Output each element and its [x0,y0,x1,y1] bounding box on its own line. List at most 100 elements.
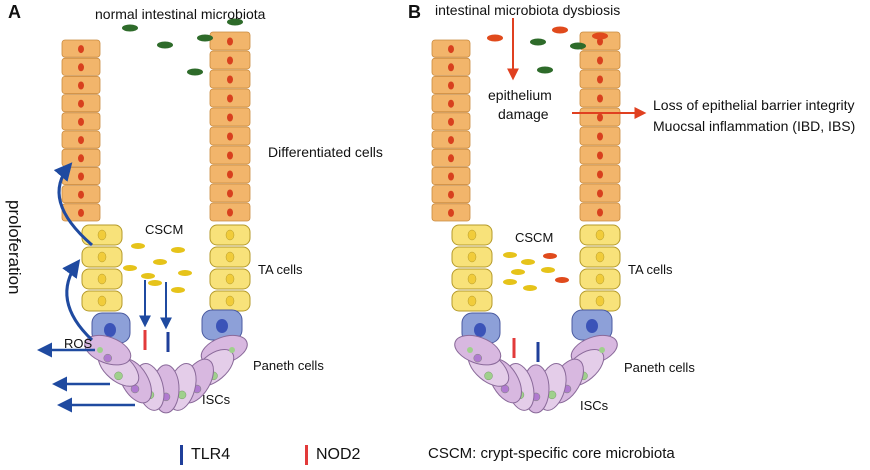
paneth-granule [103,353,112,363]
dysbiotic-microbe [537,66,553,74]
cscm-microbe [178,270,192,276]
differentiated-left-nucleus [78,99,84,108]
differentiated-right-nucleus [227,132,233,141]
panel-a-crypt [37,18,251,414]
epithelium-label: epithelium [488,87,552,103]
cscm-microbe [153,259,167,265]
normal-microbiota-label: normal intestinal microbiota [95,6,266,22]
dysbiotic-microbe [570,42,586,50]
isc-dot [599,347,605,353]
differentiated-right-nucleus [597,113,603,122]
differentiated-left-nucleus [448,117,454,126]
cscm-microbe [171,247,185,253]
differentiated-left-nucleus [448,190,454,199]
differentiated-right-nucleus [597,75,603,84]
ta-right-nucleus [225,273,235,285]
ta-right-nucleus [595,229,605,241]
cscm-label-a: CSCM [145,222,184,237]
nod2-swatch [305,445,308,465]
cscm-microbe [171,287,185,293]
panel-a-letter: A [8,2,21,22]
ta-left-nucleus [467,273,477,285]
differentiated-left-nucleus [78,136,84,145]
panel-b-crypt [431,18,647,414]
differentiated-right-nucleus [227,113,233,122]
differentiated-left-nucleus [448,45,454,54]
cscm-microbe [555,277,569,283]
nod2-label: NOD2 [316,446,361,463]
paneth-cells-label-a: Paneth cells [253,358,324,373]
legend-cscm-definition: CSCM: crypt-specific core microbiota [428,445,675,462]
dysbiotic-microbe [487,34,503,42]
paneth-granule [473,353,482,363]
cscm-label-b: CSCM [515,230,554,245]
ta-left-nucleus [97,251,107,263]
cscm-microbe [503,252,517,258]
differentiated-left-nucleus [448,136,454,145]
cscm-microbe [541,267,555,273]
differentiated-right-nucleus [227,94,233,103]
differentiated-right-nucleus [227,56,233,65]
differentiated-left-nucleus [448,99,454,108]
ta-left-nucleus [467,251,477,263]
commensal-microbe [157,41,173,49]
ta-left-nucleus [97,273,107,285]
dysbiosis-label: intestinal microbiota dysbiosis [435,2,621,18]
paneth-cell [84,334,132,366]
differentiated-right-nucleus [597,56,603,65]
ta-right-nucleus [595,251,605,263]
ta-right-nucleus [225,229,235,241]
dysbiotic-microbe [552,26,568,34]
proliferation-label: proloferation [5,200,24,295]
progenitor-nucleus-right [586,319,598,333]
differentiated-left-nucleus [78,172,84,181]
differentiated-cells-label: Differentiated cells [268,144,383,160]
isc-dot [467,347,473,353]
ta-left-nucleus [467,295,477,307]
differentiated-left-nucleus [448,63,454,72]
isc-dot [229,347,235,353]
differentiated-left-nucleus [448,81,454,90]
differentiated-right-nucleus [227,170,233,179]
differentiated-right-nucleus [227,37,233,46]
differentiated-left-nucleus [78,154,84,163]
cscm-microbe [123,265,137,271]
damage-label: damage [498,106,549,122]
ta-cells-label-b: TA cells [628,262,673,277]
commensal-microbe [122,24,138,32]
ros-label: ROS [64,336,93,351]
progenitor-nucleus-left [104,323,116,337]
differentiated-right-nucleus [227,189,233,198]
cscm-microbe [511,269,525,275]
progenitor-nucleus-right [216,319,228,333]
paneth-cells-label-b: Paneth cells [624,360,695,375]
differentiated-left-nucleus [78,190,84,199]
differentiated-left-nucleus [78,117,84,126]
differentiated-right-nucleus [227,208,233,217]
differentiated-left-nucleus [78,45,84,54]
ta-left-nucleus [97,295,107,307]
inflammation-label: Muocsal inflammation (IBD, IBS) [653,118,856,134]
differentiated-left-nucleus [448,172,454,181]
differentiated-left-nucleus [78,81,84,90]
differentiated-right-nucleus [227,151,233,160]
progenitor-nucleus-left [474,323,486,337]
differentiated-right-nucleus [597,208,603,217]
cscm-microbe [131,243,145,249]
differentiated-right-nucleus [227,75,233,84]
ta-left-nucleus [97,229,107,241]
differentiated-left-nucleus [78,63,84,72]
cscm-microbe [148,280,162,286]
barrier-loss-label: Loss of epithelial barrier integrity [653,97,855,113]
differentiated-left-nucleus [448,154,454,163]
differentiated-right-nucleus [597,94,603,103]
dysbiotic-microbe [530,38,546,46]
ta-right-nucleus [595,273,605,285]
differentiated-right-nucleus [597,132,603,141]
isc-dot [97,347,103,353]
differentiated-right-nucleus [597,37,603,46]
isc-nucleus [484,371,493,381]
tlr4-swatch [180,445,183,465]
